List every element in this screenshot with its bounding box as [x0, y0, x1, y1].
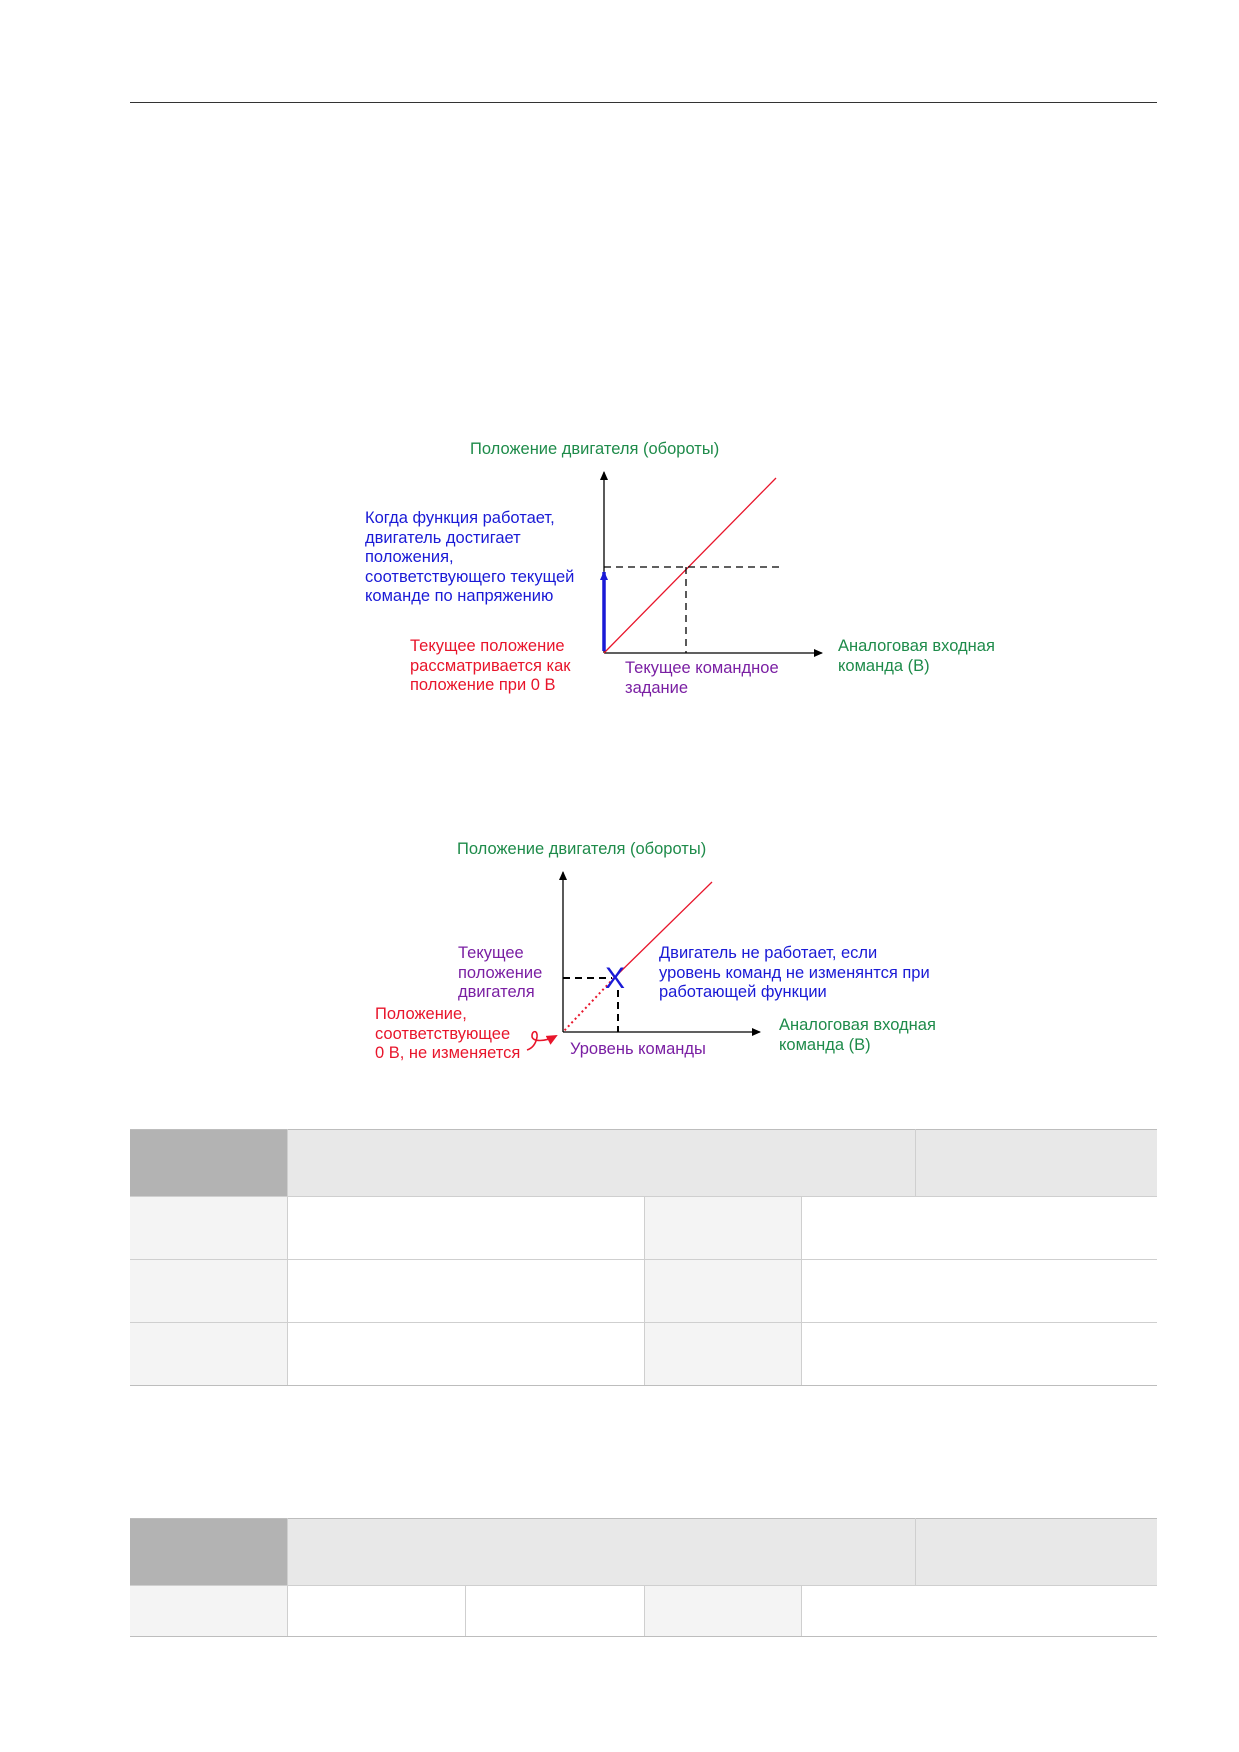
diagram-1-graphics [600, 471, 823, 657]
d2-note-red-line: 0 В, не изменяется [375, 1044, 521, 1062]
d2-note-command-level: Уровень команды [570, 1040, 706, 1058]
d2-x-axis-label-line: команда (В) [779, 1035, 871, 1054]
d2-x-axis-label-line: Аналоговая входная [779, 1016, 936, 1034]
d1-note-blue-line: Когда функция работает, [365, 509, 555, 527]
table-header-cell [130, 1518, 288, 1586]
d2-note-blue-line: Двигатель не работает, если [659, 944, 878, 962]
d2-note-red-line: соответствующее [375, 1024, 511, 1043]
table-cell [643, 1259, 802, 1323]
d2-note-current-position: Текущее положение двигателя [458, 944, 542, 1003]
table-cell [800, 1259, 1158, 1323]
d1-note-purple: Текущее командное задание [625, 659, 779, 698]
table-row [130, 1585, 1157, 1637]
d2-note-blue-line: уровень команд не изменянтся при [659, 963, 930, 982]
d2-note-blue: Двигатель не работает, если уровень кома… [659, 944, 930, 1003]
table-cell [643, 1585, 802, 1637]
d1-y-axis-label: Положение двигателя (обороты) [470, 440, 720, 458]
table-cell [130, 1585, 288, 1637]
d2-note-current-position-line: двигателя [458, 983, 535, 1001]
d1-position-line [603, 477, 777, 654]
table-row [130, 1322, 1158, 1386]
parameter-table-1 [130, 1129, 1158, 1386]
table-header-cell [286, 1518, 916, 1586]
header-rule [130, 102, 1157, 103]
table-header-cell [914, 1518, 1157, 1586]
table-cell [286, 1259, 645, 1323]
table-header-cell [914, 1129, 1158, 1197]
d2-dotted-segment [562, 977, 615, 1033]
table-header-row [130, 1518, 1157, 1586]
table-cell [800, 1196, 1158, 1260]
parameter-table-2 [130, 1518, 1157, 1637]
d2-position-line [613, 881, 713, 979]
table-cell [130, 1196, 288, 1260]
d2-note-red: Положение, соответствующее 0 В, не измен… [375, 1005, 520, 1064]
d2-note-current-position-line: положение [458, 963, 543, 982]
d1-note-red: Текущее положение рассматривается как по… [410, 637, 570, 696]
d2-red-pointer [526, 1030, 558, 1051]
table-cell [464, 1585, 645, 1637]
table-cell [643, 1196, 802, 1260]
d1-note-purple-line: задание [625, 678, 689, 697]
d1-x-axis-label-line: Аналоговая входная [838, 637, 995, 655]
d1-x-axis-label-line: команда (В) [838, 656, 930, 675]
table-cell [800, 1585, 1157, 1637]
d1-x-axis-label: Аналоговая входная команда (В) [838, 637, 995, 676]
d1-note-blue-line: соответствующего текущей [365, 567, 575, 586]
d2-note-current-position-line: Текущее [458, 944, 524, 962]
table-cell [130, 1322, 288, 1386]
d1-note-blue-line: двигатель достигает [365, 528, 521, 547]
table-header-cell [130, 1129, 288, 1197]
d1-note-blue: Когда функция работает, двигатель достиг… [365, 509, 574, 607]
table-cell [643, 1322, 802, 1386]
d2-x-axis-label: Аналоговая входная команда (В) [779, 1016, 936, 1055]
table-cell [800, 1322, 1158, 1386]
diagram-2-graphics: X [526, 871, 761, 1051]
d1-note-red-line: рассматривается как [410, 656, 571, 675]
table-row [130, 1259, 1158, 1323]
d2-note-blue-line: работающей функции [659, 983, 827, 1001]
table-row [130, 1196, 1158, 1260]
table-cell [286, 1322, 645, 1386]
table-cell [286, 1196, 645, 1260]
d1-note-purple-line: Текущее командное [625, 659, 779, 677]
d2-note-red-line: Положение, [375, 1005, 467, 1023]
table-cell [286, 1585, 466, 1637]
d1-note-blue-line: команде по напряжению [365, 587, 554, 605]
table-cell [130, 1259, 288, 1323]
table-header-cell [286, 1129, 916, 1197]
d2-y-axis-label: Положение двигателя (обороты) [457, 840, 707, 858]
table-header-row [130, 1129, 1158, 1197]
d2-cross-mark: X [605, 962, 625, 995]
d1-note-blue-line: положения, [365, 548, 454, 566]
d1-note-red-line: Текущее положение [410, 637, 565, 655]
d1-note-red-line: положение при 0 В [410, 676, 556, 694]
